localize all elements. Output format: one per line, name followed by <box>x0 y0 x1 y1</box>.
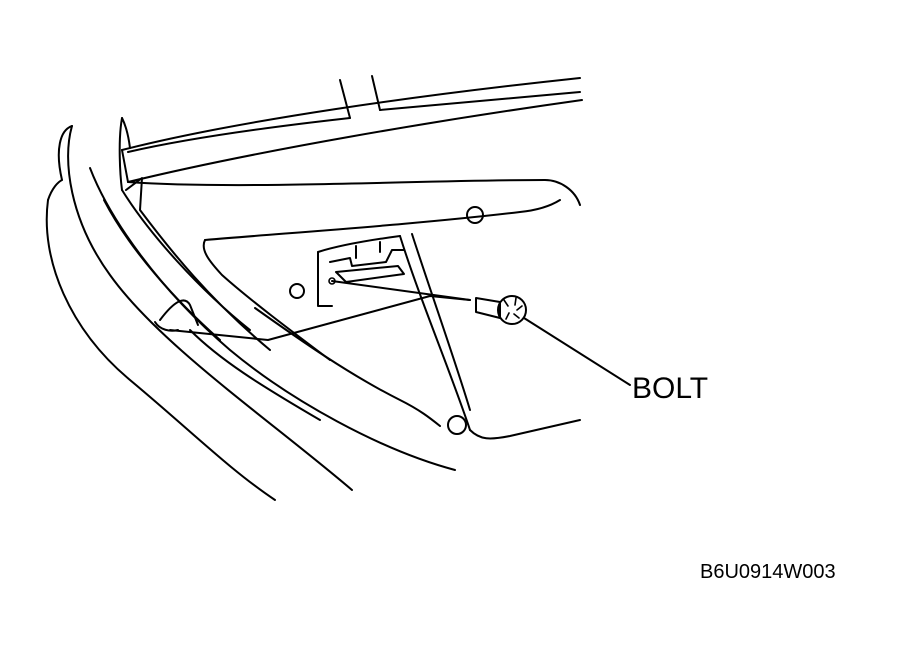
figure-code: B6U0914W003 <box>700 561 836 583</box>
bolt-callout-label: BOLT <box>632 372 709 405</box>
upper-frame <box>121 75 583 183</box>
bolt-leader-line <box>523 317 631 386</box>
release-rod <box>154 280 471 421</box>
latch-assembly <box>317 235 405 307</box>
door-outer-contours <box>45 117 456 501</box>
bolt-icon <box>475 295 527 325</box>
inner-panel <box>127 179 581 440</box>
